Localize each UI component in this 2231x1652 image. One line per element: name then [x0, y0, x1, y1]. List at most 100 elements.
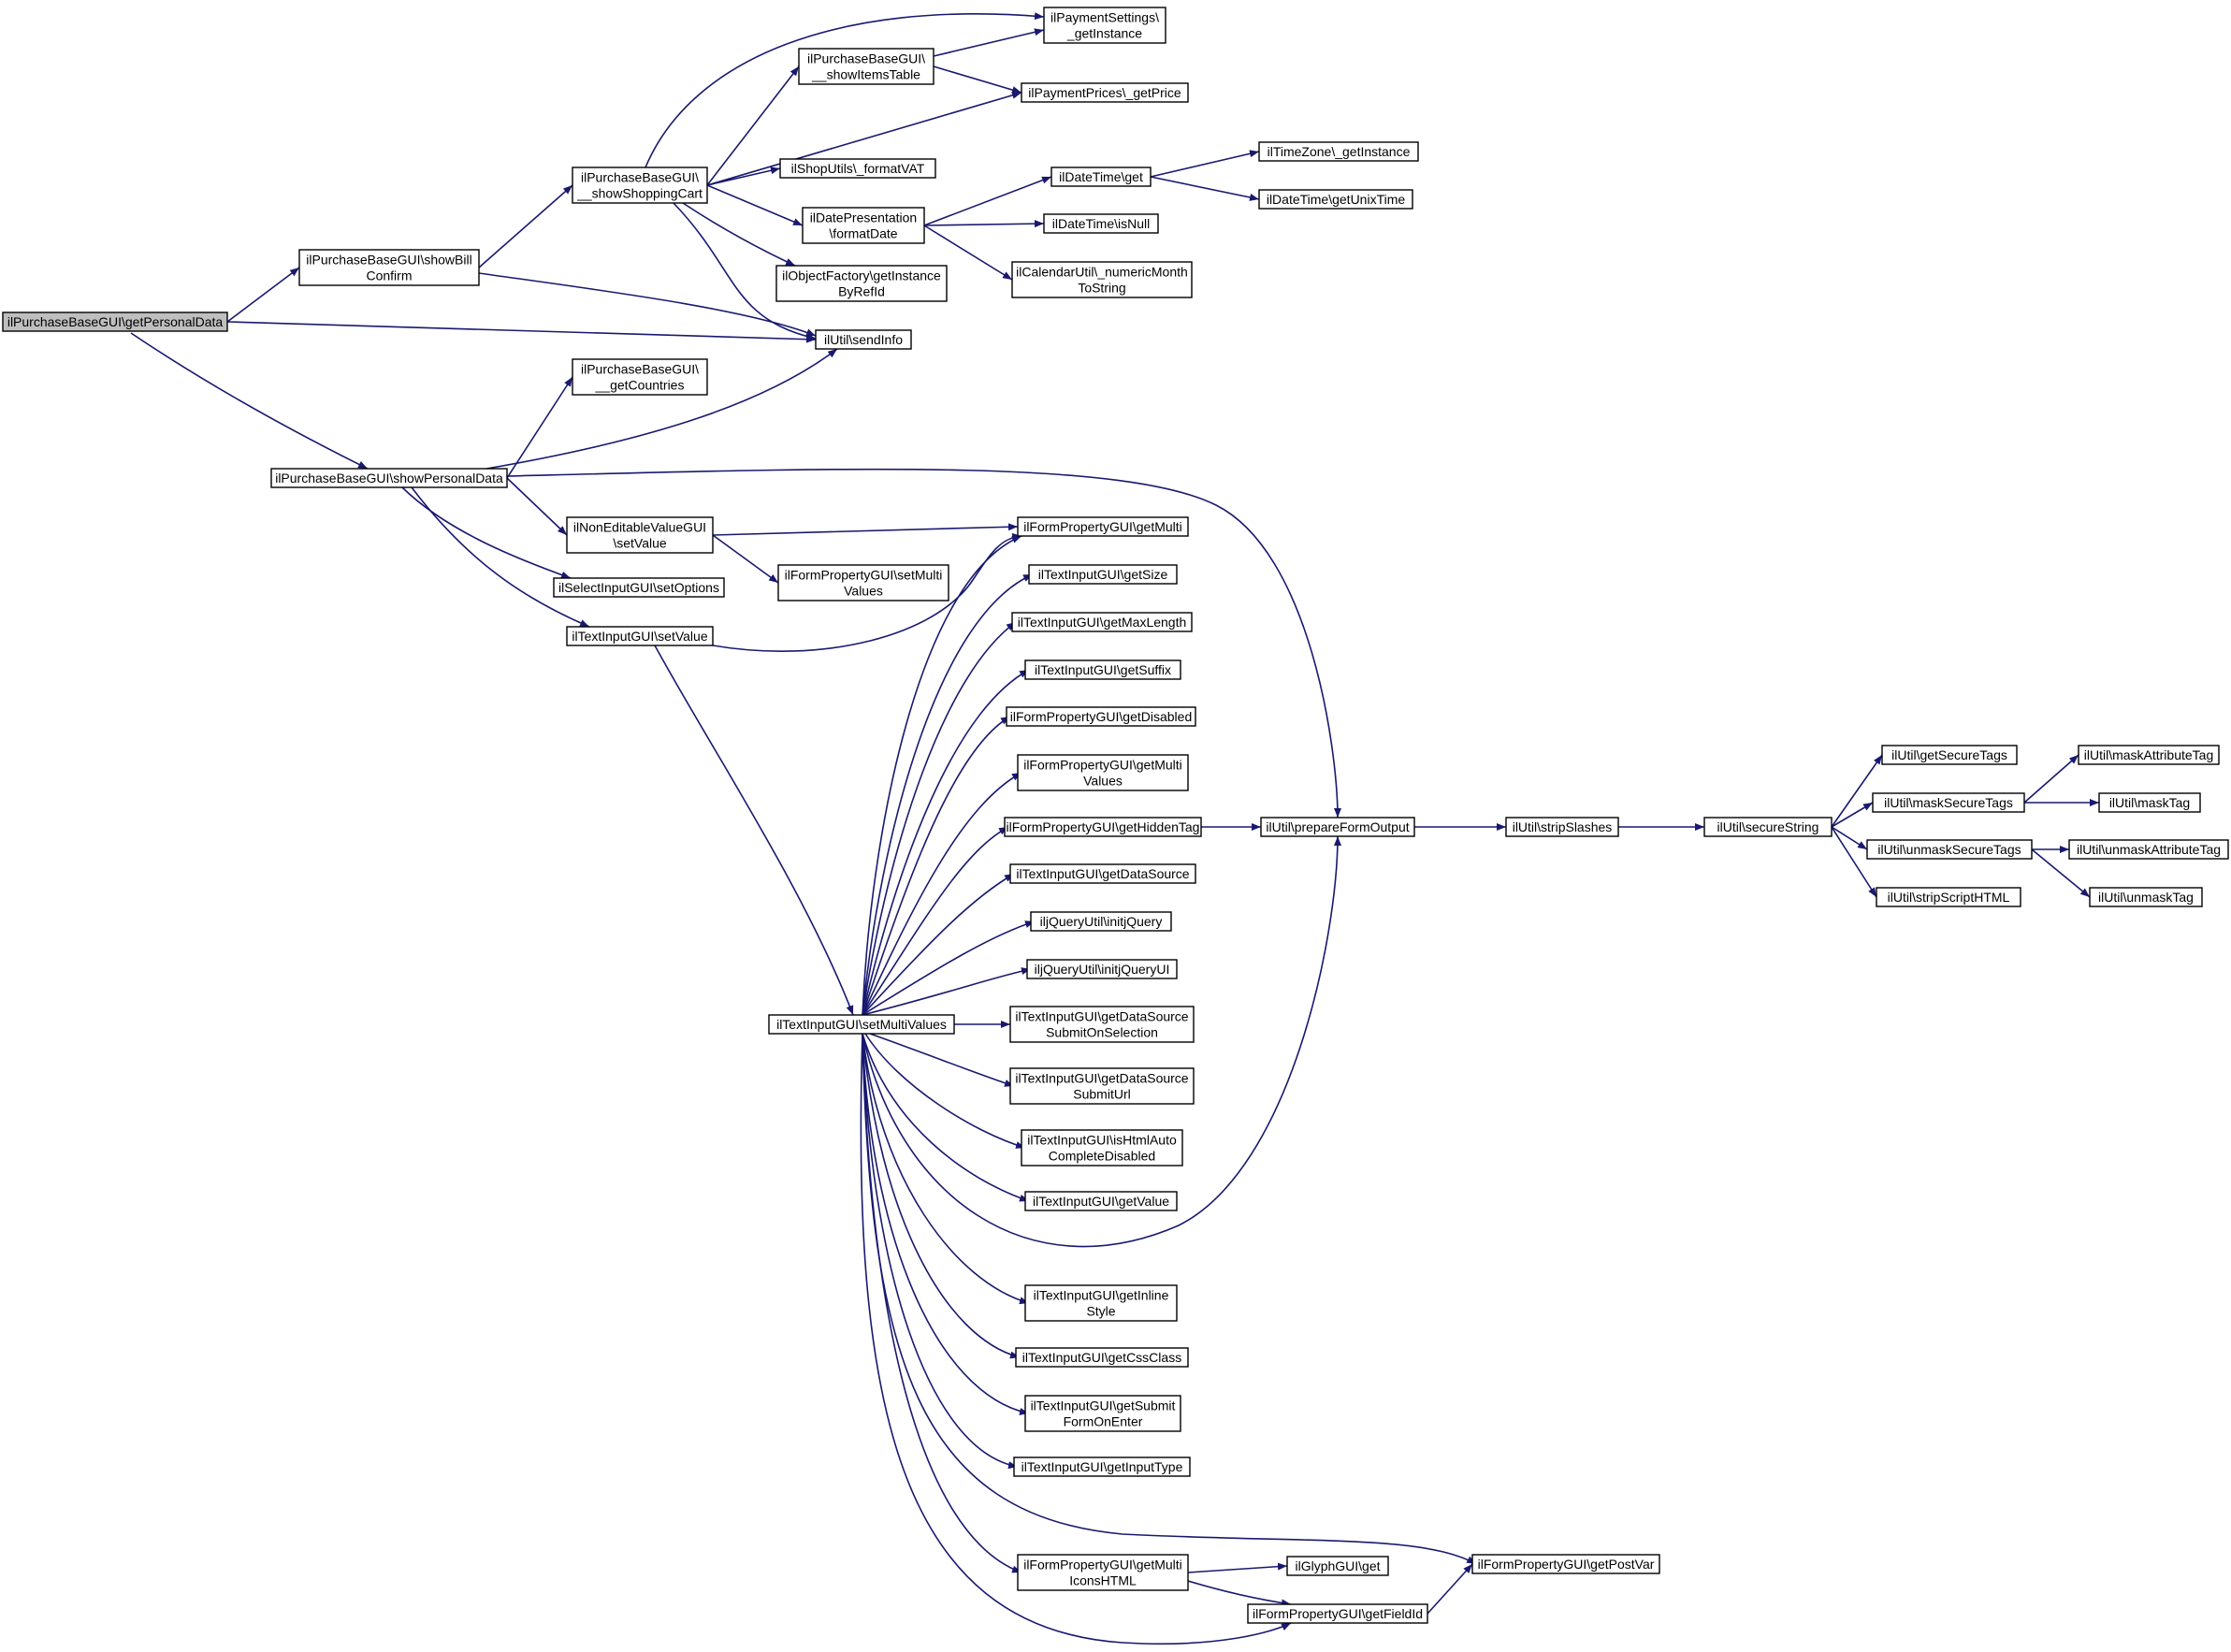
- node-getMaxLen[interactable]: ilTextInputGUI\getMaxLength: [1011, 612, 1193, 632]
- node-box: [2068, 839, 2229, 860]
- node-box: [1260, 817, 1415, 837]
- node-dsSubmitSel[interactable]: ilTextInputGUI\getDataSourceSubmitOnSele…: [1009, 1006, 1195, 1043]
- node-getCountries[interactable]: ilPurchaseBaseGUI\__getCountries: [572, 358, 708, 396]
- node-label: ilUtil\stripSlashes: [1513, 819, 1613, 834]
- node-payPrice[interactable]: ilPaymentPrices\_getPrice: [1021, 82, 1189, 103]
- node-unmaskSecure[interactable]: ilUtil\unmaskSecureTags: [1866, 839, 2033, 860]
- node-maskAttr[interactable]: ilUtil\maskAttributeTag: [2078, 745, 2220, 765]
- node-box: [1024, 1284, 1178, 1322]
- node-getDisabled[interactable]: ilFormPropertyGUI\getDisabled: [1006, 706, 1196, 727]
- node-prepareForm[interactable]: ilUtil\prepareFormOutput: [1260, 817, 1415, 837]
- node-dtGet[interactable]: ilDateTime\get: [1050, 167, 1152, 187]
- node-maskSecure[interactable]: ilUtil\maskSecureTags: [1872, 792, 2025, 813]
- node-initjQ[interactable]: iljQueryUtil\initjQuery: [1030, 911, 1172, 932]
- node-label: ilDatePresentation: [810, 210, 917, 225]
- node-box: [1009, 1006, 1195, 1043]
- node-box: [1024, 659, 1181, 680]
- node-itemsTable[interactable]: ilPurchaseBaseGUI\__showItemsTable: [798, 48, 934, 85]
- edge-dtGet-to-dtUnix: [1150, 176, 1260, 201]
- node-getSecureTags[interactable]: ilUtil\getSecureTags: [1881, 745, 2018, 765]
- node-label: ilUtil\unmaskSecureTags: [1877, 842, 2021, 857]
- node-box: [1021, 82, 1189, 103]
- node-nonEdit[interactable]: ilNonEditableValueGUI\setValue: [566, 516, 714, 554]
- node-cssClass[interactable]: ilTextInputGUI\getCssClass: [1015, 1347, 1189, 1368]
- node-box: [1866, 839, 2033, 860]
- node-dtIsNull[interactable]: ilDateTime\isNull: [1043, 213, 1159, 234]
- node-datePres[interactable]: ilDatePresentation\formatDate: [802, 207, 925, 244]
- nodes-layer: ilPurchaseBaseGUI\getPersonalData ilPurch…: [2, 7, 2229, 1624]
- node-getDataSrc[interactable]: ilTextInputGUI\getDataSource: [1009, 863, 1196, 884]
- node-label: Values: [844, 584, 883, 599]
- node-label: ilObjectFactory\getInstance: [782, 268, 941, 283]
- node-box: [1017, 754, 1189, 791]
- edge-tiSetMulti-to-multiIcons: [862, 1033, 1022, 1573]
- node-label: ilTextInputGUI\isHtmlAuto: [1027, 1133, 1177, 1148]
- node-unmaskAttr[interactable]: ilUtil\unmaskAttributeTag: [2068, 839, 2229, 860]
- node-inputType[interactable]: ilTextInputGUI\getInputType: [1013, 1456, 1191, 1477]
- edge-showPersonal-to-selectOpts: [401, 486, 572, 579]
- node-box: [1471, 1554, 1660, 1574]
- node-secureString[interactable]: ilUtil\secureString: [1703, 817, 1833, 837]
- node-tzInst[interactable]: ilTimeZone\_getInstance: [1258, 141, 1419, 162]
- node-tiGetValue[interactable]: ilTextInputGUI\getValue: [1024, 1191, 1178, 1211]
- edge-getFieldId-to-getPostVar: [1427, 1563, 1473, 1615]
- node-sendInfo[interactable]: ilUtil\sendInfo: [815, 329, 912, 350]
- node-box: [1050, 167, 1152, 187]
- node-box: [1017, 516, 1189, 537]
- node-showPersonal[interactable]: ilPurchaseBaseGUI\showPersonalData: [270, 468, 508, 488]
- node-selectOpts[interactable]: ilSelectInputGUI\setOptions: [553, 577, 725, 598]
- node-maskTag[interactable]: ilUtil\maskTag: [2098, 792, 2201, 813]
- node-getFieldId[interactable]: ilFormPropertyGUI\getFieldId: [1247, 1603, 1428, 1624]
- node-box: [768, 1014, 955, 1035]
- node-label: ilTextInputGUI\getDataSource: [1015, 1009, 1188, 1024]
- node-dtUnix[interactable]: ilDateTime\getUnixTime: [1258, 189, 1413, 210]
- node-stripSlashes[interactable]: ilUtil\stripSlashes: [1505, 817, 1619, 837]
- node-glyphGet[interactable]: ilGlyphGUI\get: [1286, 1556, 1389, 1576]
- node-textSetValue[interactable]: ilTextInputGUI\setValue: [566, 626, 714, 646]
- node-payInst[interactable]: ilPaymentSettings\_getInstance: [1043, 7, 1166, 44]
- node-getMulti[interactable]: ilFormPropertyGUI\getMulti: [1017, 516, 1189, 537]
- node-label: \setValue: [613, 536, 667, 551]
- node-label: ilDateTime\get: [1059, 169, 1143, 184]
- node-tiSetMulti[interactable]: ilTextInputGUI\setMultiValues: [768, 1014, 955, 1035]
- node-box: [566, 516, 714, 554]
- node-unmaskTag[interactable]: ilUtil\unmaskTag: [2089, 887, 2203, 907]
- node-box: [2098, 792, 2201, 813]
- node-stripScript[interactable]: ilUtil\stripScriptHTML: [1876, 887, 2021, 907]
- node-label: ilTextInputGUI\getValue: [1033, 1194, 1169, 1209]
- node-label: ilGlyphGUI\get: [1295, 1558, 1380, 1573]
- node-label: ilDateTime\getUnixTime: [1267, 192, 1406, 207]
- node-htmlAuto[interactable]: ilTextInputGUI\isHtmlAutoCompleteDisable…: [1021, 1129, 1183, 1167]
- edge-tiSetMulti-to-initjQUI: [862, 967, 1032, 1016]
- node-label: ilUtil\getSecureTags: [1891, 747, 2007, 762]
- node-label: CompleteDisabled: [1049, 1149, 1155, 1164]
- edge-datePres-to-dtIsNull: [923, 220, 1045, 228]
- edge-root-to-sendInfo: [226, 321, 817, 343]
- node-box: [1258, 141, 1419, 162]
- node-shopCart[interactable]: ilPurchaseBaseGUI\__showShoppingCart: [572, 167, 708, 204]
- node-getSize[interactable]: ilTextInputGUI\getSize: [1028, 564, 1178, 585]
- node-formatVAT[interactable]: ilShopUtils\_formatVAT: [779, 158, 936, 179]
- node-label: ilFormPropertyGUI\getDisabled: [1010, 709, 1193, 724]
- node-getPostVar[interactable]: ilFormPropertyGUI\getPostVar: [1471, 1554, 1660, 1574]
- node-box: [1043, 213, 1159, 234]
- edge-nonEdit-to-setMultiVals: [712, 534, 779, 584]
- edge-dtGet-to-tzInst: [1150, 150, 1260, 178]
- edge-maskSecure-to-maskAttr: [2023, 754, 2079, 804]
- node-label: __getCountries: [595, 378, 685, 393]
- node-setMultiVals[interactable]: ilFormPropertyGUI\setMultiValues: [777, 564, 949, 601]
- edge-tiSetMulti-to-getHidden: [862, 826, 1009, 1016]
- node-getSuffix[interactable]: ilTextInputGUI\getSuffix: [1024, 659, 1181, 680]
- node-initjQUI[interactable]: iljQueryUtil\initjQueryUI: [1026, 959, 1178, 979]
- node-getHidden[interactable]: ilFormPropertyGUI\getHiddenTag: [1004, 817, 1202, 837]
- node-root[interactable]: ilPurchaseBaseGUI\getPersonalData: [2, 312, 228, 332]
- node-label: _getInstance: [1066, 26, 1142, 41]
